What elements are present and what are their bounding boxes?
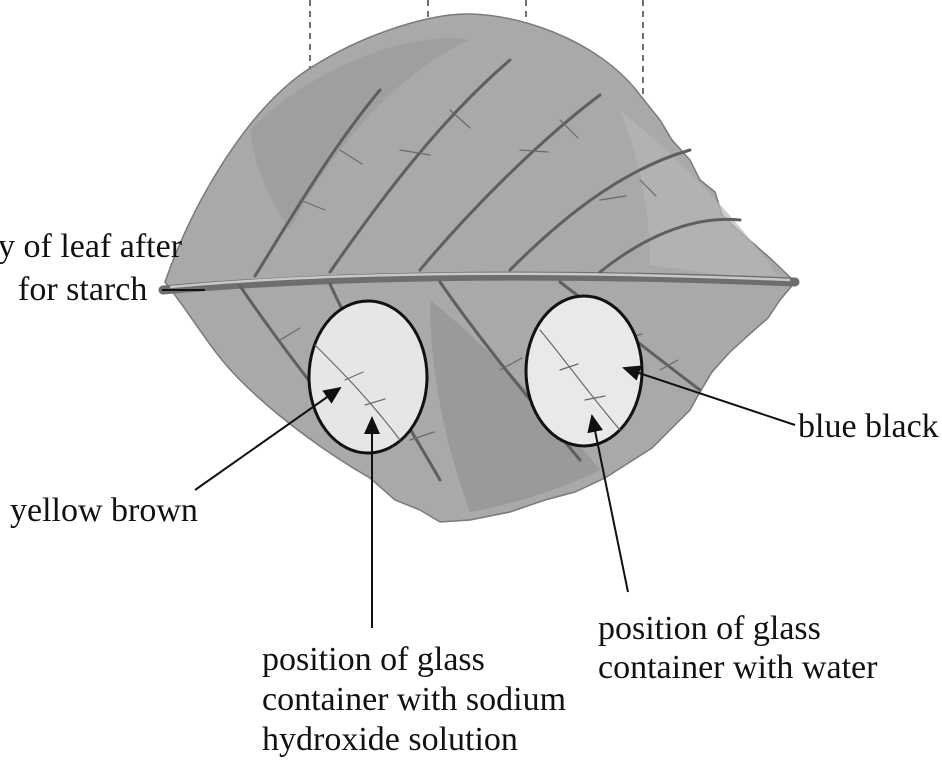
label-naoh-container-line3: hydroxide solution xyxy=(262,721,518,758)
label-blue-black: blue black xyxy=(798,408,939,445)
label-naoh-container-line2: container with sodium xyxy=(262,681,566,718)
label-naoh-container-line1: position of glass xyxy=(262,641,485,678)
label-leaf-after-test-line1: y of leaf after xyxy=(0,228,183,265)
naoh-container-circle xyxy=(309,301,427,453)
water-container-circle xyxy=(526,296,642,446)
label-water-container-line1: position of glass xyxy=(598,610,821,647)
label-leaf-after-test-line2: for starch xyxy=(18,271,147,308)
label-water-container-line2: container with water xyxy=(598,649,878,686)
label-yellow-brown: yellow brown xyxy=(10,492,198,529)
